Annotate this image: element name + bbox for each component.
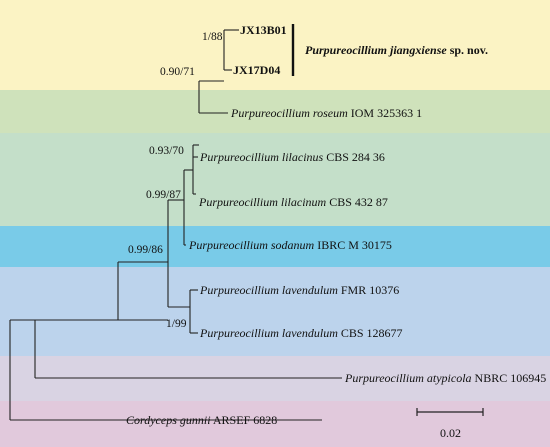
- taxon-lilacinum: Purpureocillium lilacinum CBS 432 87: [198, 195, 388, 209]
- band-gunnii: [0, 401, 550, 447]
- taxon-jx13b01: JX13B01: [240, 23, 287, 37]
- scale-bar-label: 0.02: [440, 426, 461, 440]
- new-species-label: Purpureocillium jiangxiense sp. nov.: [305, 43, 488, 57]
- taxon-gunnii: Cordyceps gunnii ARSEF 6828: [126, 413, 277, 427]
- taxon-lavendulum-fmr: Purpureocillium lavendulum FMR 10376: [199, 283, 399, 297]
- taxon-sodanum: Purpureocillium sodanum IBRC M 30175: [188, 238, 392, 252]
- support-lilac-node: 0.93/70: [149, 145, 184, 157]
- scale-bar: 0.02: [416, 408, 484, 440]
- band-lavendulum: [0, 267, 550, 356]
- taxon-atypicola: Purpureocillium atypicola NBRC 106945: [344, 371, 546, 385]
- taxon-lilacinus: Purpureocillium lilacinus CBS 284 36: [199, 150, 385, 164]
- support-jx-roseum-node: 0.90/71: [160, 66, 195, 78]
- band-jiangxiense: [0, 0, 550, 90]
- band-lilacinus: [0, 133, 550, 226]
- tree-branches: [9, 29, 342, 421]
- band-roseum: [0, 90, 550, 133]
- taxon-jx17d04: JX17D04: [233, 63, 280, 77]
- taxon-roseum: Purpureocillium roseum IOM 325363 1: [230, 106, 422, 120]
- support-jx-node: 1/88: [202, 31, 223, 43]
- support-ingroup-node: 0.99/86: [128, 244, 163, 256]
- support-lavendulum-node: 1/99: [166, 318, 187, 330]
- band-sodanum: [0, 226, 550, 267]
- support-core-node: 0.99/87: [146, 189, 181, 201]
- taxon-lavendulum-cbs: Purpureocillium lavendulum CBS 128677: [199, 326, 403, 340]
